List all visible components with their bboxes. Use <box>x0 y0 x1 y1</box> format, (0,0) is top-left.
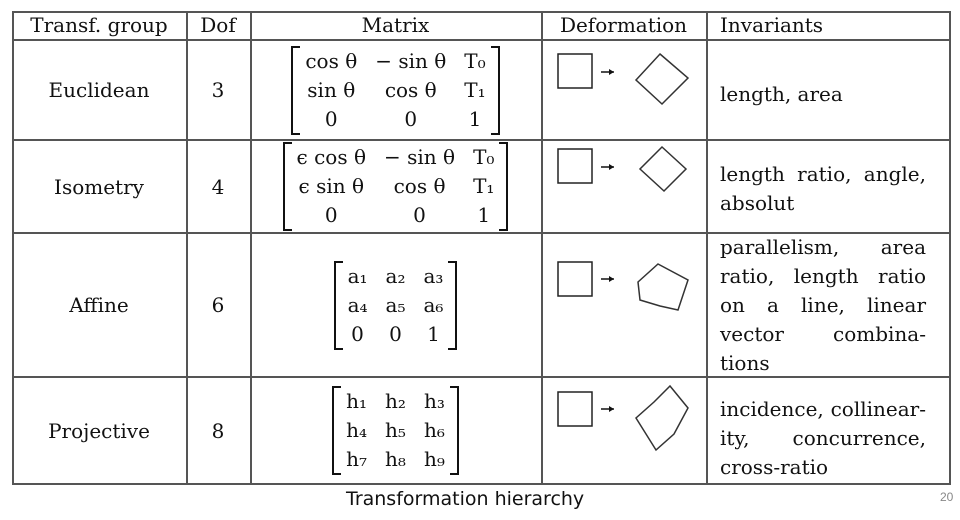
matrix-entry: a₁ <box>347 263 368 288</box>
matrix-entry: h₁ <box>346 389 368 413</box>
dof-value: 6 <box>211 293 225 317</box>
matrix-entry: ϵ sin θ <box>298 174 365 198</box>
matrix: ϵ cos θ − sin θ T₀ ϵ sin θ cos θ T₁ 0 0 1 <box>282 142 509 231</box>
col-divider <box>186 11 188 485</box>
matrix-entry: 0 <box>389 321 402 346</box>
deformation-illustration <box>556 252 696 326</box>
matrix-entry: 1 <box>468 106 482 131</box>
table-border <box>949 11 951 485</box>
header-dof: Dof <box>200 13 236 37</box>
invariant-line: incidence, collinear- <box>720 397 926 421</box>
matrix-entry: T₁ <box>473 174 495 198</box>
dof-value: 3 <box>211 78 225 102</box>
row-divider <box>12 376 950 378</box>
dof-value: 4 <box>211 174 225 199</box>
matrix: cos θ − sin θ T₀ sin θ cos θ T₁ 0 0 1 <box>291 45 500 135</box>
matrix-entry: a₄ <box>347 292 368 317</box>
header-group: Transf. group <box>30 13 168 37</box>
deformation-icon <box>557 145 688 193</box>
matrix-entry: cos θ <box>305 48 358 73</box>
matrix-entry: a₅ <box>385 292 406 317</box>
page-number: 20 <box>940 490 954 504</box>
deformation-illustration <box>556 50 696 114</box>
matrix-entry: cos θ <box>393 174 446 198</box>
group-name: Euclidean <box>48 78 150 102</box>
matrix-entry: h₄ <box>346 418 368 442</box>
col-divider <box>706 11 708 485</box>
matrix-cell: cos θ − sin θ T₀ sin θ cos θ T₁ 0 0 1 <box>250 40 541 140</box>
matrix-cell: ϵ cos θ − sin θ T₀ ϵ sin θ cos θ T₁ 0 0 1 <box>250 140 541 233</box>
matrix-entry: h₈ <box>385 447 406 471</box>
matrix-entry: − sin θ <box>384 145 456 169</box>
invariants-text: length, area <box>720 80 926 109</box>
invariant-line: ity, concurrence, <box>720 426 926 450</box>
deformation-icon <box>557 261 689 311</box>
matrix-entry: 1 <box>477 203 491 227</box>
header-deformation: Deformation <box>559 13 688 37</box>
row-divider <box>12 39 950 41</box>
caption: Transformation hierarchy <box>346 488 585 510</box>
header-matrix: Matrix <box>361 13 430 37</box>
matrix-entry: a₂ <box>385 263 406 288</box>
invariant-line: tions <box>720 351 770 375</box>
invariant-line: on a line, linear <box>720 293 926 317</box>
group-name: Affine <box>69 293 129 317</box>
matrix-entry: sin θ <box>307 77 356 102</box>
invariant-line: length, area <box>720 82 843 106</box>
invariant-line: length ratio, angle, <box>720 162 926 186</box>
matrix-entry: h₂ <box>385 389 406 413</box>
invariant-line: cross-ratio <box>720 455 829 479</box>
matrix-entry: h₆ <box>423 418 445 442</box>
invariant-line: parallelism, area <box>720 235 926 259</box>
col-divider <box>250 11 252 485</box>
invariants-text: incidence, collinear-ity, concurrence, cr… <box>720 395 926 482</box>
deformation-icon <box>557 384 689 452</box>
matrix-entry: h₃ <box>423 389 445 413</box>
invariants-text: parallelism, area ratio, length ratio on a… <box>720 233 926 378</box>
matrix-entry: a₆ <box>423 292 444 317</box>
matrix-entry: 0 <box>324 106 338 131</box>
table-border <box>12 11 950 13</box>
matrix-entry: T₀ <box>464 48 486 73</box>
matrix-entry: h₉ <box>423 447 445 471</box>
matrix: h₁ h₂ h₃ h₄ h₅ h₆ h₇ h₈ h₉ <box>332 386 459 475</box>
matrix-entry: h₇ <box>346 447 368 471</box>
matrix-entry: h₅ <box>385 418 406 442</box>
matrix-entry: 1 <box>427 321 440 346</box>
col-divider <box>541 11 543 485</box>
group-name: Isometry <box>54 174 144 199</box>
dof-value: 8 <box>211 418 225 443</box>
matrix-entry: cos θ <box>384 77 437 102</box>
matrix-entry: T₁ <box>464 77 486 102</box>
matrix-entry: 0 <box>351 321 364 346</box>
row-divider <box>12 232 950 234</box>
matrix-entry: 0 <box>324 203 338 227</box>
matrix-cell: h₁ h₂ h₃ h₄ h₅ h₆ h₇ h₈ h₉ <box>250 377 541 484</box>
deformation-illustration <box>556 382 696 466</box>
matrix-entry: 0 <box>413 203 426 227</box>
table-border <box>12 483 950 485</box>
invariant-line: vector combina- <box>720 322 926 346</box>
deformation-icon <box>557 52 690 106</box>
matrix-entry: 0 <box>404 106 418 131</box>
deformation-illustration <box>556 145 696 209</box>
matrix-entry: T₀ <box>473 145 495 169</box>
group-name: Projective <box>48 418 150 443</box>
matrix-entry: a₃ <box>423 263 444 288</box>
row-divider <box>12 139 950 141</box>
matrix-entry: − sin θ <box>375 48 447 73</box>
col-divider <box>12 11 14 485</box>
header-invariants: Invariants <box>720 13 824 37</box>
invariant-line: absolut <box>720 191 795 215</box>
matrix-entry: ϵ cos θ <box>296 145 367 169</box>
invariant-line: ratio, length ratio <box>720 264 926 288</box>
invariants-text: length ratio, angle, absolut <box>720 160 926 218</box>
